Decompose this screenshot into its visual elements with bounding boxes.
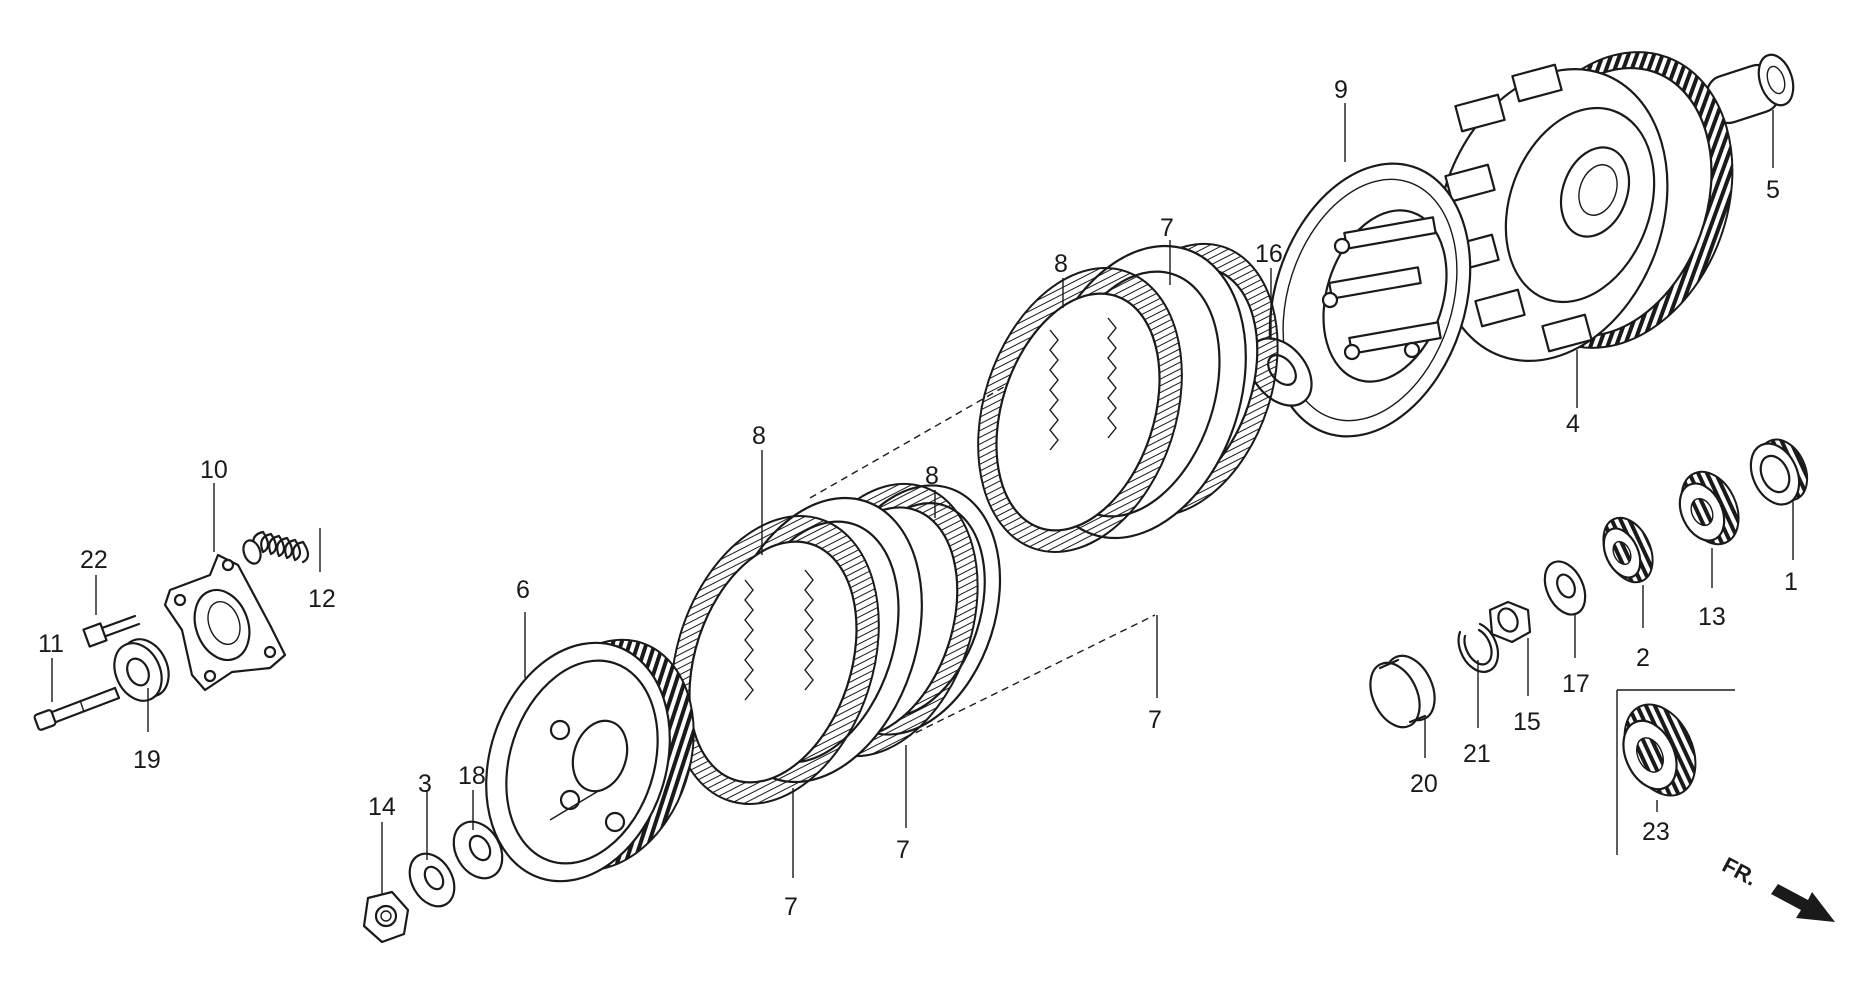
label-4: 4 (1566, 410, 1580, 438)
gear-23-part (1616, 689, 1735, 855)
label-20: 20 (1410, 770, 1438, 798)
label-7-middle: 7 (896, 836, 910, 864)
washer-18-part (452, 820, 504, 880)
part-labels: 1 2 3 4 5 6 7 7 7 7 8 8 8 9 10 11 12 13 … (38, 76, 1798, 921)
label-17: 17 (1562, 670, 1590, 698)
label-8-top: 8 (1054, 250, 1068, 278)
label-15: 15 (1513, 708, 1541, 736)
pressure-plate-part (1268, 162, 1472, 438)
label-2: 2 (1636, 644, 1650, 672)
label-12: 12 (308, 585, 336, 613)
label-18: 18 (458, 762, 486, 790)
gear-13-part (1678, 470, 1740, 546)
label-9: 9 (1334, 76, 1348, 104)
leader-lines (51, 103, 1794, 895)
gear-2-part (1602, 516, 1654, 584)
label-7-top: 7 (1160, 214, 1174, 242)
bolt-part (82, 614, 141, 648)
collar-part (1705, 53, 1795, 125)
label-6: 6 (516, 576, 530, 604)
collar-20-part (1369, 654, 1436, 729)
label-10: 10 (200, 456, 228, 484)
label-7-right: 7 (1148, 706, 1162, 734)
nut-15-part (1488, 600, 1532, 644)
lower-plate-stack (670, 482, 1002, 805)
lifter-rod-part (33, 686, 121, 731)
upper-plate-stack (977, 242, 1279, 553)
front-direction-marker: FR. (1718, 852, 1835, 922)
label-5: 5 (1766, 176, 1780, 204)
clutch-center-part (485, 638, 695, 883)
washer-17-part (1543, 560, 1587, 616)
front-arrow-icon (1771, 884, 1835, 922)
label-3: 3 (418, 770, 432, 798)
lock-nut-part (362, 890, 410, 944)
label-22: 22 (80, 546, 108, 574)
label-21: 21 (1463, 740, 1491, 768)
label-19: 19 (133, 746, 161, 774)
clutch-outer-part (1435, 51, 1734, 362)
label-8-left: 8 (752, 422, 766, 450)
lifter-plate-part (163, 553, 287, 692)
front-marker-label: FR. (1718, 852, 1761, 891)
label-11: 11 (38, 630, 64, 658)
label-16: 16 (1255, 240, 1283, 268)
washer-3-part (408, 852, 456, 908)
label-8-middle: 8 (925, 462, 939, 490)
circlip-part (1457, 622, 1500, 673)
assembly-guide-lines (809, 371, 1156, 739)
label-23: 23 (1642, 818, 1670, 846)
label-7-bottom: 7 (784, 893, 798, 921)
label-1: 1 (1784, 568, 1798, 596)
label-14: 14 (368, 793, 396, 821)
label-13: 13 (1698, 603, 1726, 631)
bearing-part (113, 638, 170, 702)
needle-bearing-part (1749, 438, 1809, 506)
spring-part (242, 530, 310, 565)
